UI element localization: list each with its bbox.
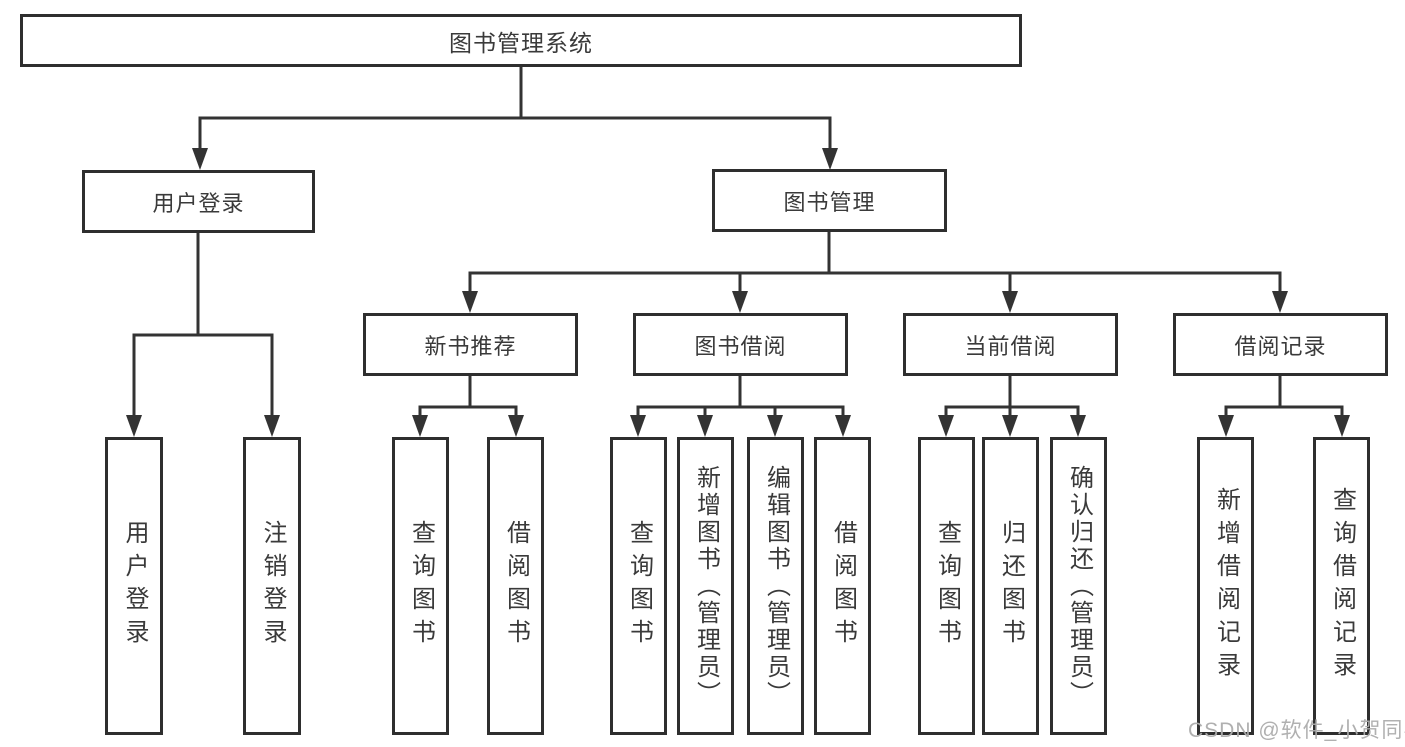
node-system-root: 图书管理系统 <box>20 14 1022 67</box>
leaf-label: 查询借阅记录 <box>1328 487 1356 685</box>
leaf-borrow-books: 借阅图书 <box>814 437 871 735</box>
arrowheads <box>126 148 1350 437</box>
node-current-borrowing: 当前借阅 <box>903 313 1118 376</box>
watermark: CSDN @软件_小贺同学 <box>1188 719 1405 742</box>
node-book-borrowing: 图书借阅 <box>633 313 848 376</box>
leaf-label: 确认归还（管理员） <box>1065 464 1093 708</box>
leaf-label: 归还图书 <box>997 520 1025 652</box>
leaf-label: 新增借阅记录 <box>1212 487 1240 685</box>
leaf-label: 查询图书 <box>625 520 653 652</box>
leaf-label: 查询图书 <box>933 520 961 652</box>
leaf-label: 查询图书 <box>407 520 435 652</box>
leaf-label: 用户登录 <box>121 520 148 652</box>
leaf-return-books: 归还图书 <box>982 437 1039 735</box>
leaf-user-login: 用户登录 <box>105 437 163 735</box>
leaf-query-borrow-record: 查询借阅记录 <box>1313 437 1370 735</box>
leaf-label: 新增图书（管理员） <box>692 464 720 708</box>
leaf-add-borrow-record: 新增借阅记录 <box>1197 437 1254 735</box>
leaf-confirm-return-admin: 确认归还（管理员） <box>1050 437 1107 735</box>
node-book-management: 图书管理 <box>712 169 947 232</box>
node-new-book-recommendation: 新书推荐 <box>363 313 578 376</box>
leaf-label: 编辑图书（管理员） <box>762 464 790 708</box>
leaf-add-book-admin: 新增图书（管理员） <box>677 437 734 735</box>
leaf-label: 注销登录 <box>259 520 286 652</box>
node-user-login: 用户登录 <box>82 170 315 233</box>
leaf-query-books-recommend: 查询图书 <box>392 437 449 735</box>
leaf-logout: 注销登录 <box>243 437 301 735</box>
leaf-label: 借阅图书 <box>829 520 857 652</box>
leaf-query-books-borrow: 查询图书 <box>610 437 667 735</box>
leaf-label: 借阅图书 <box>502 520 530 652</box>
leaf-query-books-current: 查询图书 <box>918 437 975 735</box>
leaf-borrow-books-recommend: 借阅图书 <box>487 437 544 735</box>
node-borrowing-records: 借阅记录 <box>1173 313 1388 376</box>
leaf-edit-book-admin: 编辑图书（管理员） <box>747 437 804 735</box>
